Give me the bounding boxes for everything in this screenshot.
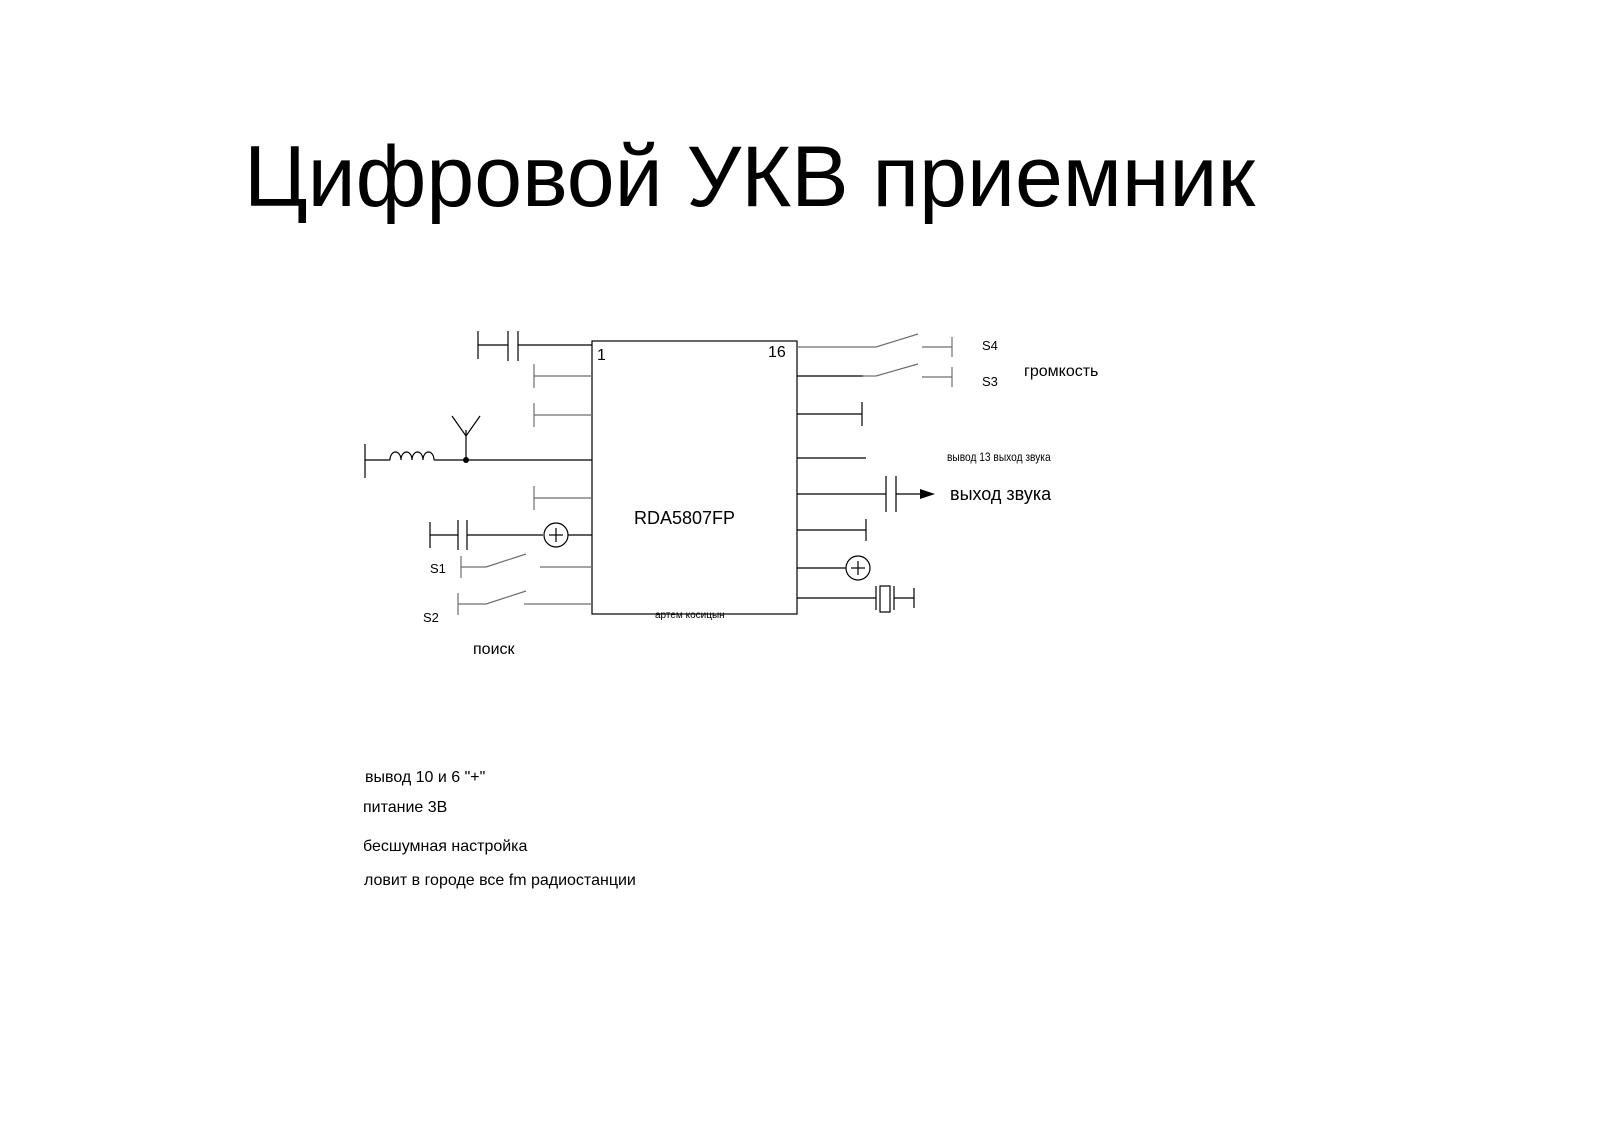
audio-out-label: выход звука xyxy=(950,484,1052,504)
pin-1-label: 1 xyxy=(597,347,606,364)
chip-name: RDA5807FP xyxy=(634,508,735,528)
switch-s1-label: S1 xyxy=(430,561,446,576)
audio-output: выход звука xyxy=(797,476,1052,512)
right-pin-11-ground xyxy=(797,519,867,541)
arrow-right-icon xyxy=(920,489,935,499)
crystal-icon xyxy=(879,585,891,613)
right-pin-13: вывод 13 выход звука xyxy=(797,451,1051,464)
switch-s3-label: S3 xyxy=(982,374,998,389)
switch-s2: S2 xyxy=(423,590,592,625)
left-pin-6-power xyxy=(429,520,592,550)
switch-s3: S3 xyxy=(797,363,998,389)
switch-s4: S4 xyxy=(797,333,998,357)
search-label: поиск xyxy=(473,641,516,658)
volume-label: громкость xyxy=(1024,363,1098,380)
pin-16-label: 16 xyxy=(768,344,786,361)
chip-body xyxy=(591,340,798,615)
note-silent-tuning: бесшумная настройка xyxy=(363,838,528,855)
right-pin-14-ground xyxy=(797,402,863,426)
author-label: артем косицын xyxy=(655,610,725,621)
left-pin-3-ground xyxy=(533,403,592,427)
pin13-note: вывод 13 выход звука xyxy=(947,451,1051,464)
inductor-coil xyxy=(389,451,435,461)
ic-chip: RDA5807FP 1 16 артем косицын xyxy=(591,340,798,621)
note-reception: ловит в городе все fm радиостанции xyxy=(364,872,636,889)
left-pin-1-capacitor xyxy=(477,331,592,361)
page-title: Цифровой УКВ приемник xyxy=(244,129,1256,225)
switch-s2-label: S2 xyxy=(423,610,439,625)
note-supply: питание 3В xyxy=(363,799,447,816)
switch-s4-label: S4 xyxy=(982,338,998,353)
switch-s1: S1 xyxy=(430,553,592,578)
left-pin-5-ground xyxy=(533,486,592,510)
right-pin-10-power xyxy=(797,555,871,581)
note-power-pins: вывод 10 и 6 "+" xyxy=(365,769,485,786)
crystal-oscillator xyxy=(797,585,915,613)
antenna-input xyxy=(364,415,592,478)
left-pin-2-ground xyxy=(533,364,592,388)
plus-icon xyxy=(845,555,871,581)
